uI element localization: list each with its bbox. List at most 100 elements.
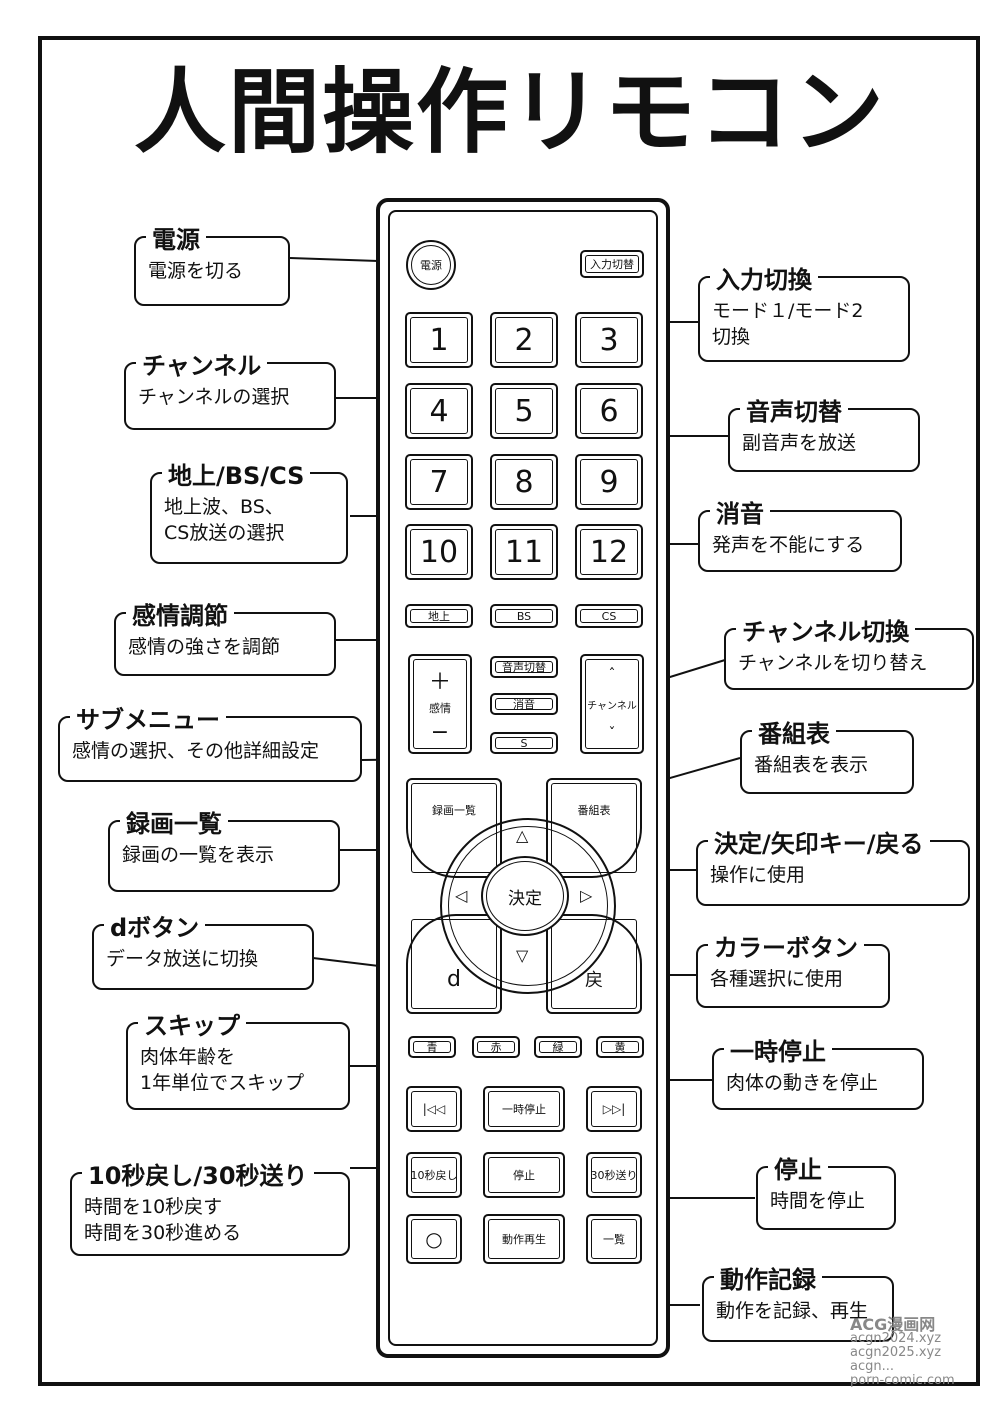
yellow-button[interactable]: 黄 bbox=[596, 1036, 644, 1058]
audio-switch-button[interactable]: 音声切替 bbox=[490, 656, 558, 678]
number-3-button[interactable]: 3 bbox=[575, 312, 643, 368]
arrow-left-icon[interactable]: ◁ bbox=[455, 886, 468, 905]
watermark-line: porn-comic.com bbox=[850, 1373, 955, 1388]
callout-desc: 各種選択に使用 bbox=[710, 968, 844, 990]
playback-button[interactable]: 動作再生 bbox=[483, 1214, 565, 1264]
callout-recordings: 録画一覧 録画の一覧を表示 bbox=[108, 804, 340, 892]
callout-emotion: 感情調節 感情の強さを調節 bbox=[114, 596, 336, 676]
ok-button[interactable]: 決定 bbox=[481, 856, 569, 936]
mute-button[interactable]: 消音 bbox=[490, 693, 558, 715]
skip-forward-button[interactable]: ▷▷| bbox=[586, 1086, 642, 1132]
callout-broadcast: 地上/BS/CS 地上波、BS、 CS放送の選択 bbox=[150, 456, 348, 564]
direction-pad[interactable] bbox=[440, 818, 616, 994]
pause-button[interactable]: 一時停止 bbox=[483, 1086, 565, 1132]
callout-title: 消音 bbox=[710, 494, 770, 529]
callout-channel-switch: チャンネル切換 チャンネルを切り替え bbox=[724, 612, 974, 690]
submenu-button[interactable]: S bbox=[490, 732, 558, 754]
callout-title: 停止 bbox=[768, 1150, 828, 1185]
callout-desc: 動作を記録、再生 bbox=[716, 1300, 869, 1322]
callout-desc: チャンネルを切り替え bbox=[738, 652, 928, 674]
number-1-button[interactable]: 1 bbox=[405, 312, 473, 368]
callout-desc: モード１/モード2 切換 bbox=[712, 300, 864, 348]
callout-desc: チャンネルの選択 bbox=[138, 386, 290, 408]
callout-audio: 音声切替 副音声を放送 bbox=[728, 392, 920, 472]
callout-skip: スキップ 肉体年齢を 1年単位でスキップ bbox=[126, 1006, 350, 1110]
callout-title: 動作記録 bbox=[714, 1260, 822, 1295]
callout-desc: 操作に使用 bbox=[710, 864, 806, 886]
number-10-button[interactable]: 10 bbox=[405, 524, 473, 580]
number-11-button[interactable]: 11 bbox=[490, 524, 558, 580]
callout-input: 入力切換 モード１/モード2 切換 bbox=[698, 260, 910, 362]
callout-seek: 10秒戻し/30秒送り 時間を10秒戻す 時間を30秒進める bbox=[70, 1156, 350, 1256]
callout-desc: 録画の一覧を表示 bbox=[122, 844, 275, 866]
callout-desc: 感情の選択、その他詳細設定 bbox=[72, 740, 320, 762]
channel-rocker[interactable]: ˆ チャンネル ˇ bbox=[580, 654, 644, 754]
callout-mute: 消音 発声を不能にする bbox=[698, 494, 902, 572]
channel-label: チャンネル bbox=[587, 700, 637, 712]
callout-power: 電源 電源を切る bbox=[134, 220, 290, 306]
callout-title: サブメニュー bbox=[70, 700, 226, 735]
callout-title: 決定/矢印キー/戻る bbox=[708, 824, 930, 859]
callout-title: 番組表 bbox=[752, 714, 836, 749]
callout-d: dボタン データ放送に切換 bbox=[92, 908, 314, 990]
channel-up-icon: ˆ bbox=[608, 666, 616, 683]
watermark-line: acgn2025.xyz bbox=[850, 1345, 942, 1360]
forward-30-seconds-button[interactable]: 30秒送り bbox=[586, 1152, 642, 1198]
number-7-button[interactable]: 7 bbox=[405, 454, 473, 510]
arrow-up-icon[interactable]: △ bbox=[516, 826, 529, 845]
power-button[interactable]: 電源 bbox=[406, 240, 456, 290]
emotion-plus-icon: ＋ bbox=[428, 669, 451, 695]
callout-title: dボタン bbox=[104, 908, 206, 943]
number-4-button[interactable]: 4 bbox=[405, 383, 473, 439]
callout-guide: 番組表 番組表を表示 bbox=[740, 714, 914, 794]
arrow-down-icon[interactable]: ▽ bbox=[516, 946, 529, 965]
list-button[interactable]: 一覧 bbox=[586, 1214, 642, 1264]
callout-title: 電源 bbox=[146, 220, 206, 255]
callout-color: カラーボタン 各種選択に使用 bbox=[696, 928, 890, 1008]
terrestrial-button[interactable]: 地上 bbox=[405, 604, 473, 628]
callout-title: 地上/BS/CS bbox=[162, 456, 311, 491]
number-8-button[interactable]: 8 bbox=[490, 454, 558, 510]
callout-title: 録画一覧 bbox=[120, 804, 228, 839]
callout-title: 一時停止 bbox=[724, 1032, 832, 1067]
watermark-line: acgn... bbox=[850, 1359, 895, 1374]
input-switch-button[interactable]: 入力切替 bbox=[580, 250, 644, 278]
bs-button[interactable]: BS bbox=[490, 604, 558, 628]
callout-desc: 感情の強さを調節 bbox=[128, 636, 281, 658]
callout-title: 感情調節 bbox=[126, 596, 234, 631]
blue-button[interactable]: 青 bbox=[408, 1036, 456, 1058]
callout-submenu: サブメニュー 感情の選択、その他詳細設定 bbox=[58, 700, 362, 782]
callout-desc: 時間を停止 bbox=[770, 1190, 866, 1212]
red-button[interactable]: 赤 bbox=[472, 1036, 520, 1058]
number-2-button[interactable]: 2 bbox=[490, 312, 558, 368]
callout-title: 音声切替 bbox=[740, 392, 848, 427]
callout-title: チャンネル切換 bbox=[736, 612, 916, 647]
number-9-button[interactable]: 9 bbox=[575, 454, 643, 510]
callout-title: 10秒戻し/30秒送り bbox=[82, 1156, 314, 1191]
number-12-button[interactable]: 12 bbox=[575, 524, 643, 580]
emotion-rocker[interactable]: ＋ 感情 − bbox=[408, 654, 472, 754]
stop-button[interactable]: 停止 bbox=[483, 1152, 565, 1198]
green-button[interactable]: 緑 bbox=[534, 1036, 582, 1058]
callout-desc: 電源を切る bbox=[148, 260, 244, 282]
callout-stop: 停止 時間を停止 bbox=[756, 1150, 896, 1230]
callout-pause: 一時停止 肉体の動きを停止 bbox=[712, 1032, 924, 1110]
callout-motion: 動作記録 動作を記録、再生 bbox=[702, 1260, 894, 1342]
number-6-button[interactable]: 6 bbox=[575, 383, 643, 439]
back-10-seconds-button[interactable]: 10秒戻し bbox=[406, 1152, 462, 1198]
watermark-line: ACG漫画网 bbox=[850, 1315, 936, 1334]
watermark-line: acgn2024.xyz bbox=[850, 1331, 942, 1346]
skip-back-button[interactable]: |◁◁ bbox=[406, 1086, 462, 1132]
callout-title: チャンネル bbox=[136, 346, 268, 381]
number-5-button[interactable]: 5 bbox=[490, 383, 558, 439]
page-frame bbox=[38, 36, 980, 1386]
emotion-label: 感情 bbox=[429, 701, 451, 715]
callout-desc: 発声を不能にする bbox=[712, 534, 865, 556]
cs-button[interactable]: CS bbox=[575, 604, 643, 628]
callout-desc: 番組表を表示 bbox=[754, 754, 869, 776]
page-title: 人間操作リモコン bbox=[133, 59, 886, 166]
callout-title: 入力切換 bbox=[710, 260, 818, 295]
watermark: ACG漫画网 acgn2024.xyz acgn2025.xyz acgn...… bbox=[850, 1315, 990, 1388]
arrow-right-icon[interactable]: ▷ bbox=[580, 886, 593, 905]
record-button[interactable]: ○ bbox=[406, 1214, 462, 1264]
